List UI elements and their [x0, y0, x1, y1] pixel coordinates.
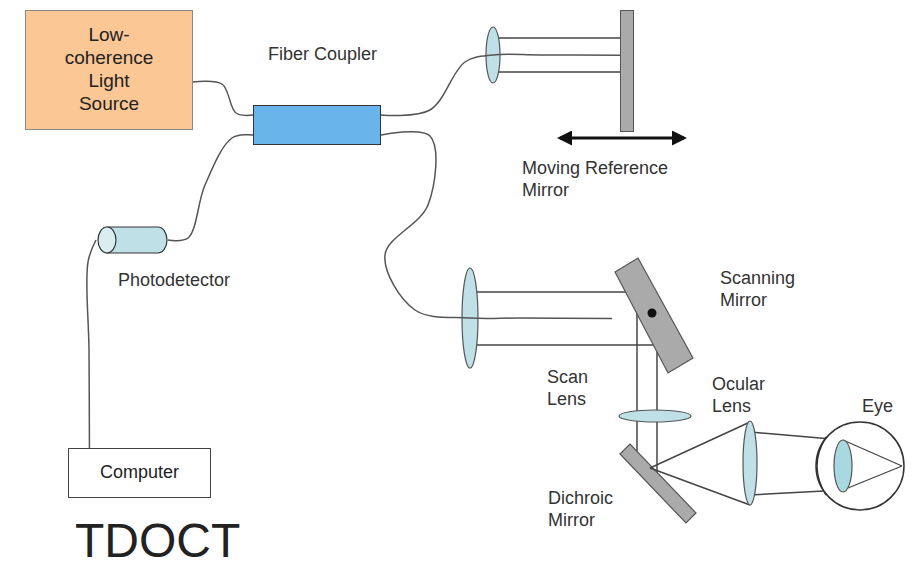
reference-mirror: Moving Reference Mirror: [620, 10, 634, 132]
part-label: Scan Lens: [547, 367, 602, 410]
optical-fiber: [87, 240, 96, 448]
optical-fiber: [381, 54, 620, 115]
eye-lens: [834, 440, 852, 492]
motion-arrow: [560, 137, 684, 140]
part-label: Photodetector: [118, 270, 268, 292]
beam: [493, 37, 622, 39]
beam: [650, 422, 750, 468]
detector-face: [98, 227, 116, 253]
beam: [493, 71, 622, 73]
beam: [650, 468, 750, 505]
part-label: Dichroic Mirror: [548, 488, 628, 531]
diagram-title: TDOCT: [75, 512, 240, 570]
ocular-lens: [743, 421, 757, 505]
cornea: [817, 437, 826, 495]
mirror-plate: [615, 258, 693, 373]
optical-fiber: [193, 81, 253, 115]
detector-shape: [96, 226, 168, 254]
computer-box: Computer: [68, 448, 211, 498]
mirror-shape: [612, 255, 696, 377]
beam: [470, 291, 637, 293]
dichroic-mirror: [620, 444, 696, 523]
optical-fiber: [168, 135, 253, 241]
part-label: Scanning Mirror: [720, 268, 820, 311]
box-label: Computer: [75, 462, 205, 484]
part-label: Fiber Coupler: [268, 44, 408, 66]
box-label: Low-coherence Light Source: [59, 24, 159, 115]
part-label: Eye: [862, 396, 907, 418]
scan-lens: [619, 410, 691, 422]
photodetector: Photodetector: [96, 226, 168, 254]
beam: [470, 344, 657, 346]
pivot-dot: [648, 309, 657, 318]
part-label: Moving Reference Mirror: [522, 158, 672, 201]
scanning-mirror: Scanning Mirror: [612, 255, 696, 377]
fiber-coupler: Fiber Coupler: [253, 105, 381, 145]
part-label: Ocular Lens: [712, 374, 782, 417]
light-source-box: Low-coherence Light Source: [25, 10, 193, 130]
eyeball: [816, 422, 904, 510]
beam: [636, 292, 638, 460]
